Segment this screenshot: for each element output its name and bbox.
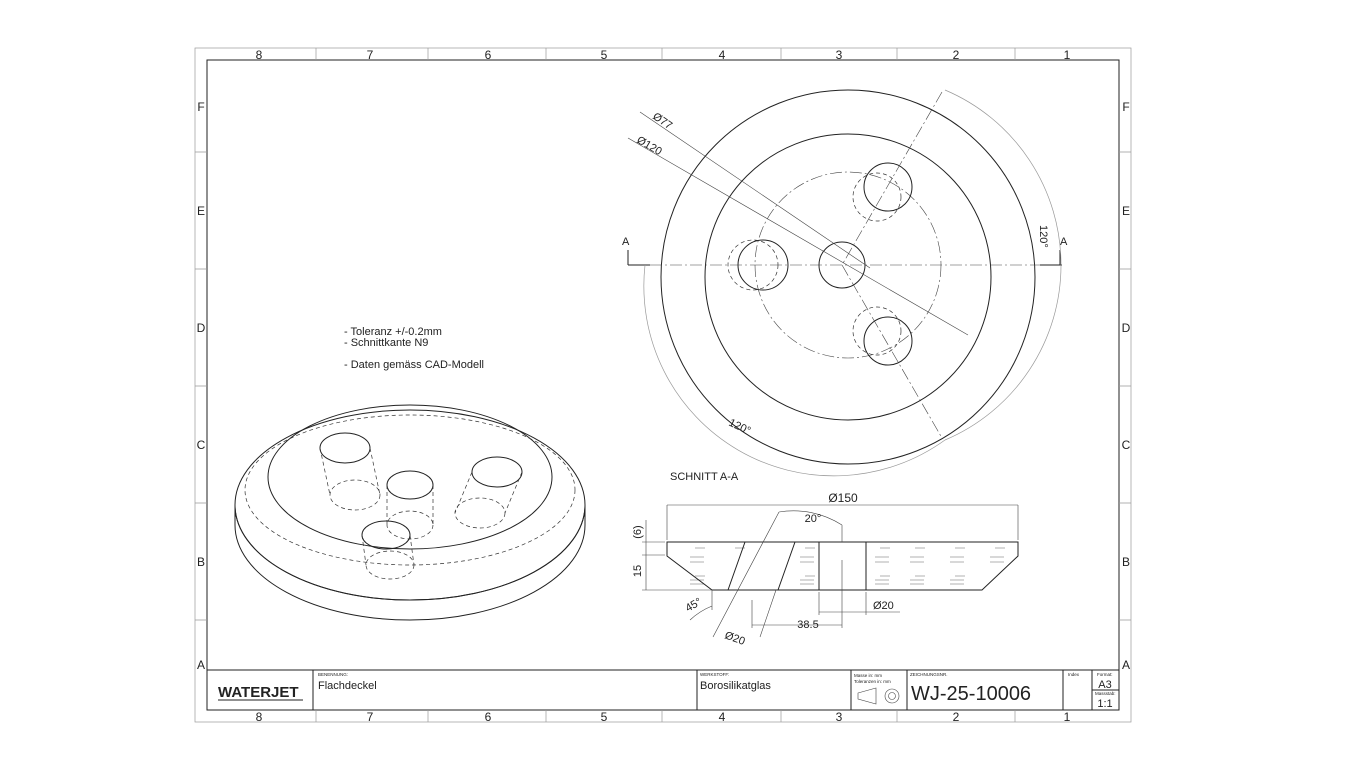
- dim-d20-center: Ø20: [873, 600, 894, 612]
- zone-col: 3: [836, 48, 843, 62]
- werkstoff-label: WERKSTOFF:: [700, 672, 729, 677]
- note-cad-data: - Daten gemäss CAD-Modell: [344, 359, 484, 371]
- zone-labels: 8 7 6 5 4 3 2 1 8 7 6 5 4 3 2 1 F E D C …: [197, 48, 1131, 724]
- zone-col: 7: [367, 48, 374, 62]
- drawing-number-label: ZEICHNUNGSNR.: [910, 672, 948, 677]
- zone-col: 8: [256, 710, 263, 724]
- zone-row: D: [1122, 321, 1131, 335]
- outer-border: [194, 47, 1132, 723]
- zone-row: C: [1122, 438, 1131, 452]
- angle-bottom: 120°: [727, 417, 753, 437]
- units-label: Masse in: mm: [854, 673, 882, 678]
- zone-col: 7: [367, 710, 374, 724]
- dim-d20-angled: Ø20: [723, 630, 747, 648]
- note-tolerance: - Toleranz +/-0.2mm: [344, 326, 442, 338]
- notes: - Toleranz +/-0.2mm - Schnittkante N9 - …: [344, 326, 484, 371]
- zone-col: 6: [485, 48, 492, 62]
- projection-symbol-icon: [857, 687, 900, 705]
- format: A3: [1098, 679, 1111, 691]
- zone-row: F: [197, 100, 204, 114]
- dim-38-5: 38.5: [797, 619, 818, 631]
- zone-col: 3: [836, 710, 843, 724]
- angle-right: 120°: [1037, 225, 1049, 248]
- zone-col: 4: [719, 48, 726, 62]
- material: Borosilikatglas: [700, 680, 771, 692]
- inner-border: [206, 59, 1120, 711]
- scale: 1:1: [1097, 698, 1112, 710]
- section-view: SCHNITT A-A Ø150 20° (6) 15 45° Ø20 38.5…: [632, 471, 1019, 648]
- section-mark-left: A: [622, 236, 630, 248]
- tolerance-units-label: Toleranzen in: mm: [854, 679, 891, 684]
- dim-20deg: 20°: [805, 513, 822, 525]
- section-mark-right: A: [1060, 236, 1068, 248]
- dim-d120: Ø120: [635, 134, 664, 158]
- dim-d77: Ø77: [650, 111, 674, 133]
- zone-col: 5: [601, 710, 608, 724]
- zone-row: A: [197, 658, 205, 672]
- zone-col: 8: [256, 48, 263, 62]
- zone-row: B: [197, 555, 205, 569]
- zone-row: D: [197, 321, 206, 335]
- zone-dividers: [195, 48, 1131, 722]
- dim-6: (6): [632, 525, 644, 538]
- zone-col: 6: [485, 710, 492, 724]
- index-label: Index: [1068, 672, 1080, 677]
- section-title: SCHNITT A-A: [670, 471, 739, 483]
- benennung-label: BENENNUNG:: [318, 672, 348, 677]
- scale-label: Massstab:: [1095, 691, 1116, 696]
- zone-col: 1: [1064, 710, 1071, 724]
- zone-col: 2: [953, 48, 960, 62]
- zone-row: A: [1122, 658, 1130, 672]
- drawing-number: WJ-25-10006: [911, 683, 1031, 705]
- zone-row: C: [197, 438, 206, 452]
- dim-d150: Ø150: [828, 491, 858, 505]
- note-cut-edge: - Schnittkante N9: [344, 337, 428, 349]
- top-view: A A Ø77 Ø120 120° 120°: [622, 89, 1068, 477]
- zone-col: 4: [719, 710, 726, 724]
- zone-col: 1: [1064, 48, 1071, 62]
- isometric-view: [234, 404, 586, 621]
- format-label: Format:: [1097, 672, 1113, 677]
- dim-15: 15: [632, 565, 644, 577]
- zone-row: B: [1122, 555, 1130, 569]
- zone-col: 2: [953, 710, 960, 724]
- zone-row: F: [1122, 100, 1129, 114]
- part-name: Flachdeckel: [318, 680, 377, 692]
- zone-row: E: [197, 204, 205, 218]
- zone-row: E: [1122, 204, 1130, 218]
- title-block: WATERJET BENENNUNG: Flachdeckel WERKSTOF…: [207, 669, 1119, 710]
- company-logo: WATERJET: [218, 684, 299, 701]
- zone-col: 5: [601, 48, 608, 62]
